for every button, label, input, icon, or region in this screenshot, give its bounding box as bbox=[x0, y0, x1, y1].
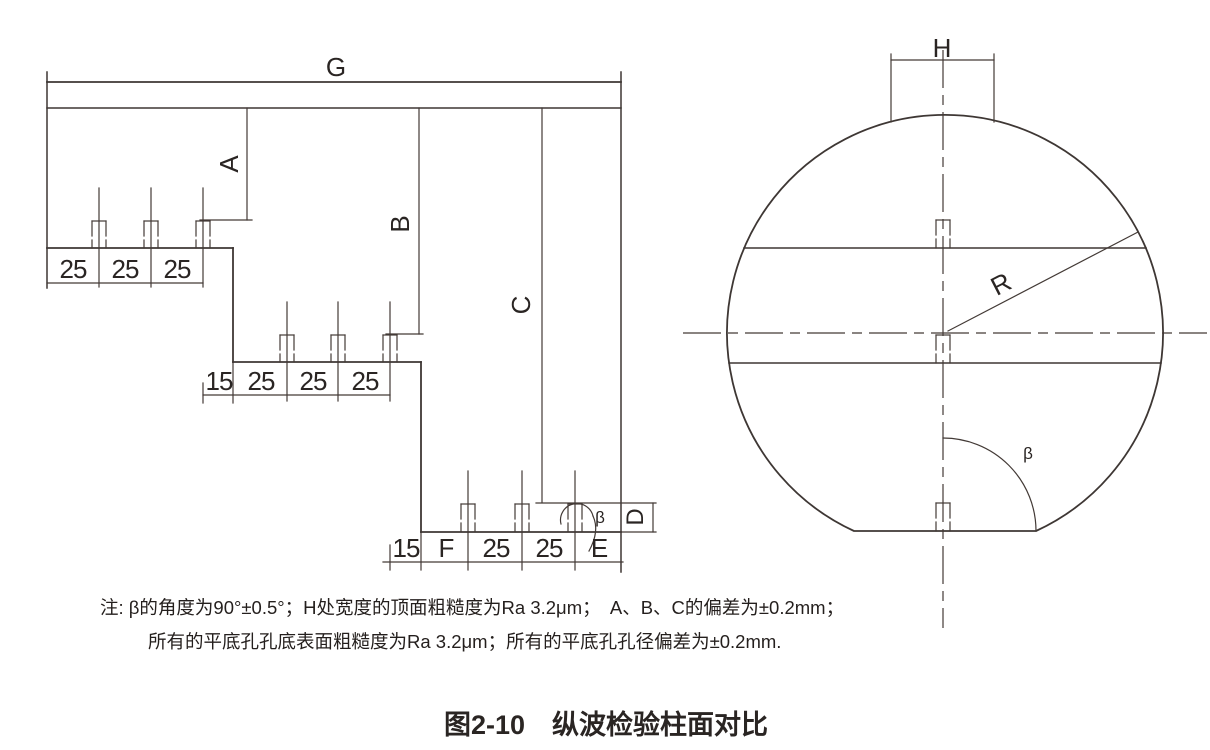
flat-bottom-hole bbox=[567, 470, 583, 571]
overall-length-label: G bbox=[326, 52, 346, 82]
dim-value: 25 bbox=[300, 366, 327, 396]
dim-value: 25 bbox=[164, 254, 191, 284]
depth-b-label: B bbox=[385, 215, 415, 232]
flat-bottom-hole bbox=[330, 301, 346, 402]
flat-bottom-hole bbox=[91, 187, 107, 288]
dimension-lines bbox=[46, 107, 657, 571]
radius-r-label: R bbox=[986, 266, 1016, 301]
figure-caption: 图2-10 纵波检验柱面对比 bbox=[444, 709, 768, 740]
depth-a-label: A bbox=[214, 155, 244, 173]
flat-bottom-hole bbox=[514, 470, 530, 571]
flat-bottom-hole bbox=[195, 187, 211, 288]
dim-value: E bbox=[591, 533, 608, 563]
note-line-2: 所有的平底孔孔底表面粗糙度为Ra 3.2μm；所有的平底孔孔径偏差为±0.2mm… bbox=[148, 631, 781, 652]
dim-value: 25 bbox=[352, 366, 379, 396]
thickness-d-label: D bbox=[622, 508, 649, 525]
dim-value: 25 bbox=[536, 533, 563, 563]
depth-c-label: C bbox=[506, 296, 536, 315]
h-width-dimension bbox=[890, 53, 995, 123]
beta-label-side: β bbox=[595, 508, 605, 527]
flat-bottom-hole bbox=[143, 187, 159, 288]
beta-leader bbox=[588, 515, 597, 552]
dim-value: 15 bbox=[206, 366, 233, 396]
flat-bottom-holes bbox=[91, 187, 583, 571]
end-view-circle: H R β bbox=[683, 33, 1207, 628]
technical-notes: 注: β的角度为90°±0.5°；H处宽度的顶面粗糙度为Ra 3.2μm； A、… bbox=[100, 597, 844, 652]
beta-angle-arc bbox=[559, 502, 594, 525]
cylinder-outline bbox=[726, 114, 1164, 532]
flat-bottom-hole bbox=[460, 470, 476, 571]
beta-label-end: β bbox=[1023, 444, 1033, 463]
width-h-label: H bbox=[933, 33, 952, 63]
beta-angle-arc-end-view bbox=[942, 437, 1037, 532]
dim-value: F bbox=[439, 533, 454, 563]
flat-bottom-hole bbox=[382, 301, 398, 402]
note-line-1: 注: β的角度为90°±0.5°；H处宽度的顶面粗糙度为Ra 3.2μm； A、… bbox=[100, 597, 844, 618]
dim-value: 25 bbox=[483, 533, 510, 563]
flat-bottom-hole bbox=[279, 301, 295, 402]
dim-value: 15 bbox=[393, 533, 420, 563]
dim-value: 25 bbox=[248, 366, 275, 396]
block-outline bbox=[46, 71, 622, 573]
dim-value: 25 bbox=[60, 254, 87, 284]
dim-value: 25 bbox=[112, 254, 139, 284]
side-view-stepped-block: G A B C D β 25 25 25 15 25 25 25 15 F 25… bbox=[46, 52, 657, 573]
radius-line bbox=[947, 231, 1139, 332]
